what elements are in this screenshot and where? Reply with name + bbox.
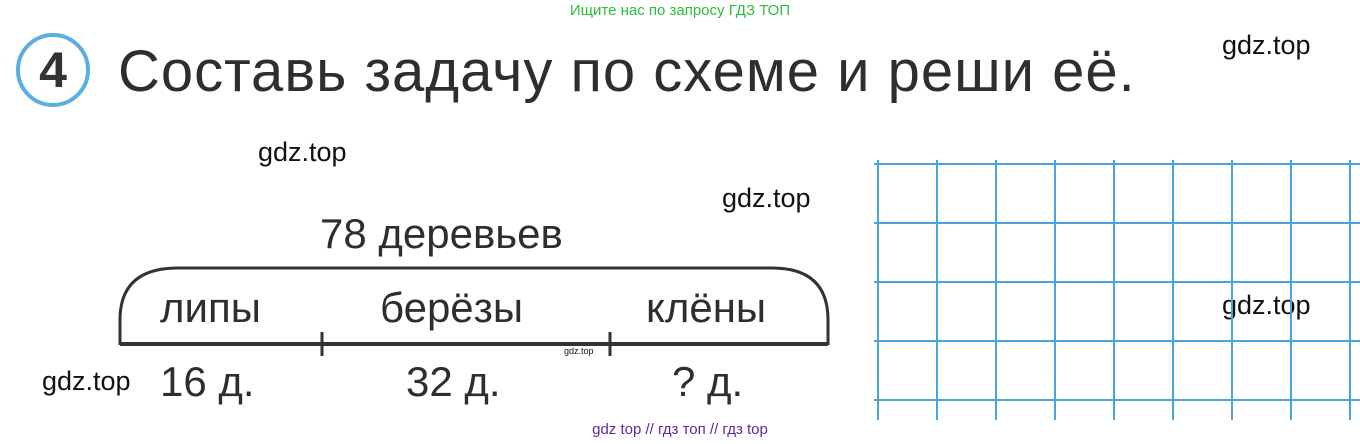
part-value-birch: 32 д. (406, 358, 501, 405)
watermark: gdz.top (258, 137, 347, 167)
watermark: gdz.top (722, 183, 811, 213)
watermark-small: gdz.top (564, 346, 594, 356)
task-number: 4 (39, 42, 67, 98)
part-name-birch: берёзы (380, 284, 524, 331)
watermark: gdz.top (42, 366, 131, 396)
watermark: gdz.top (1222, 30, 1311, 60)
scheme-bracket (118, 266, 830, 345)
footer-note: gdz top // гдз топ // гдз top (592, 421, 768, 438)
part-name-maple: клёны (646, 284, 767, 331)
part-value-linden: 16 д. (160, 358, 255, 405)
part-name-linden: липы (160, 284, 261, 331)
task-instruction: Составь задачу по схеме и реши её. (118, 39, 1136, 104)
header-note: Ищите нас по запросу ГДЗ ТОП (569, 2, 791, 19)
watermark: gdz.top (1222, 290, 1311, 320)
part-value-maple: ? д. (672, 358, 744, 405)
task-number-badge: 4 (16, 33, 90, 107)
scheme-total-label: 78 деревьев (320, 210, 563, 257)
answer-grid[interactable] (874, 160, 1360, 420)
